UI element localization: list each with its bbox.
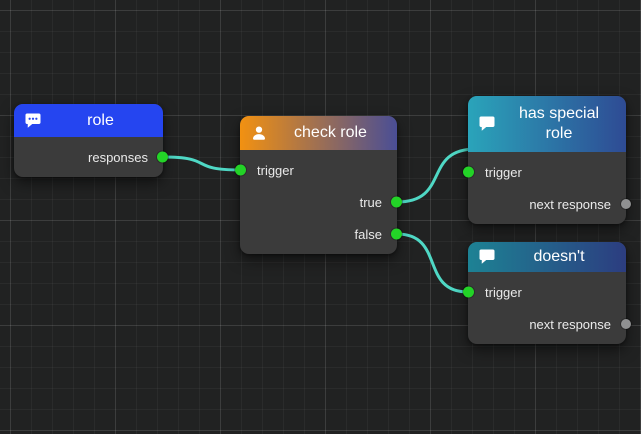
port-label: true [359,194,382,210]
node-doesnt[interactable]: doesn't trigger next response [463,242,631,344]
port-row-next-response: next response [468,188,631,220]
node-body: trigger next response [463,152,631,224]
port-label: false [354,226,382,242]
input-port-dot[interactable] [463,166,474,178]
node-header[interactable]: doesn't [468,242,626,272]
port-row-trigger: trigger [463,156,626,188]
port-label: trigger [485,284,522,300]
node-body: trigger true false [235,150,402,254]
port-row-trigger: trigger [463,276,626,308]
output-port-dot[interactable] [391,196,402,208]
output-port-dot[interactable] [621,199,631,209]
port-row-trigger: trigger [235,154,397,186]
input-port-dot[interactable] [235,164,246,176]
node-has-special-role[interactable]: has special role trigger next response [463,96,631,224]
node-header[interactable]: check role [240,116,397,150]
chat-icon [478,248,496,266]
wire-role-responses-to-check-role[interactable] [161,155,242,172]
chat-icon [478,115,496,133]
port-row-false: false [240,218,402,250]
chat-dots-icon [24,112,42,130]
port-label: trigger [257,162,294,178]
port-row-true: true [240,186,402,218]
node-check-role[interactable]: check role trigger true false [235,116,402,254]
node-body: trigger next response [463,272,631,344]
output-port-dot[interactable] [621,319,631,329]
port-row-responses: responses [14,141,168,173]
port-row-next-response: next response [468,308,631,340]
node-header[interactable]: has special role [468,96,626,152]
port-label: trigger [485,164,522,180]
port-label: responses [88,149,148,165]
port-label: next response [529,196,611,212]
input-port-dot[interactable] [463,286,474,298]
output-port-dot[interactable] [391,228,402,240]
user-icon [250,124,268,142]
node-body: responses [14,137,168,177]
wire-check-role-true-to-has-special-role[interactable] [395,147,478,204]
output-port-dot[interactable] [157,151,168,163]
node-title: doesn't [533,248,585,265]
node-title: role [87,111,114,129]
port-label: next response [529,316,611,332]
wire-check-role-false-to-doesnt[interactable] [395,232,470,294]
node-header[interactable]: role [14,104,163,137]
node-title: has special role [518,105,600,142]
node-role[interactable]: role responses [14,104,168,177]
node-title: check role [294,124,367,141]
